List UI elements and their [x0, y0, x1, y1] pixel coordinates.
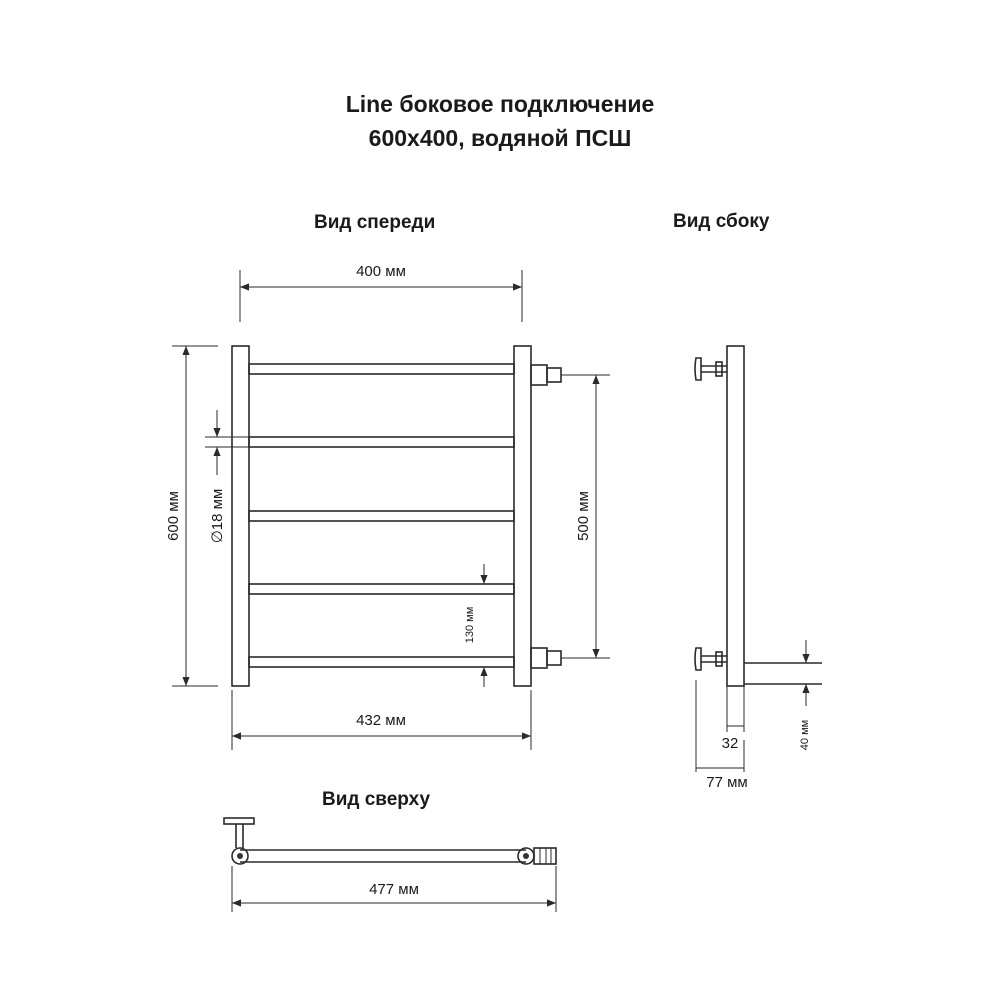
rung: [248, 363, 515, 375]
right-upright: [513, 345, 532, 687]
dim-500-label: 500 мм: [575, 491, 592, 541]
dim-400: 400 мм: [239, 263, 523, 322]
upper-nozzle: [530, 364, 548, 386]
lower-nozzle: [530, 647, 548, 669]
rung: [248, 510, 515, 522]
side-view-heading: Вид сбоку: [673, 211, 770, 232]
dim-77: 77 мм: [695, 680, 748, 791]
dim-32-label: 32: [722, 735, 739, 752]
top-wall-bracket: [223, 817, 255, 848]
top-view: 477 мм: [223, 817, 557, 912]
upper-wall-mount: [694, 357, 727, 381]
right-end-dot: [523, 853, 529, 859]
dim-40-label: 40 мм: [799, 720, 811, 750]
diagram-title-line2: 600x400, водяной ПСШ: [368, 125, 632, 151]
lower-wall-mount: [694, 647, 727, 671]
rungs: [248, 363, 515, 668]
upper-nozzle-tip: [546, 367, 562, 383]
rung: [248, 656, 515, 668]
dim-40: 40 мм: [799, 640, 811, 750]
dim-477: 477 мм: [231, 866, 557, 912]
left-end-dot: [237, 853, 243, 859]
dim-477-label: 477 мм: [369, 881, 419, 898]
rung: [248, 583, 515, 595]
dim-32: 32: [722, 686, 745, 752]
dim-130: 130 мм: [464, 564, 514, 687]
left-end-cap: [231, 847, 249, 865]
dim-400-label: 400 мм: [356, 263, 406, 280]
dim-500: 500 мм: [561, 374, 610, 659]
side-upright: [726, 345, 745, 687]
top-view-heading: Вид сверху: [322, 789, 431, 810]
dim-77-label: 77 мм: [706, 774, 747, 791]
diagram-title-line1: Line боковое подключение: [345, 91, 655, 117]
dim-600-label: 600 мм: [165, 491, 182, 541]
connection-nozzles: [530, 364, 562, 669]
dim-diameter-label: ∅18 мм: [209, 489, 226, 544]
dim-diameter: ∅18 мм: [205, 410, 249, 543]
dim-130-label: 130 мм: [464, 607, 476, 644]
dim-432-label: 432 мм: [356, 712, 406, 729]
rung: [248, 436, 515, 448]
front-view: 400 мм 600 мм ∅18 мм 130 мм: [165, 263, 610, 750]
left-upright: [231, 345, 250, 687]
side-view: 40 мм 32 77 мм: [694, 345, 822, 791]
dim-600: 600 мм: [165, 345, 218, 687]
top-nozzle: [533, 847, 557, 865]
lower-nozzle-tip: [546, 650, 562, 666]
dim-432: 432 мм: [231, 690, 532, 750]
front-view-heading: Вид спереди: [314, 212, 436, 233]
